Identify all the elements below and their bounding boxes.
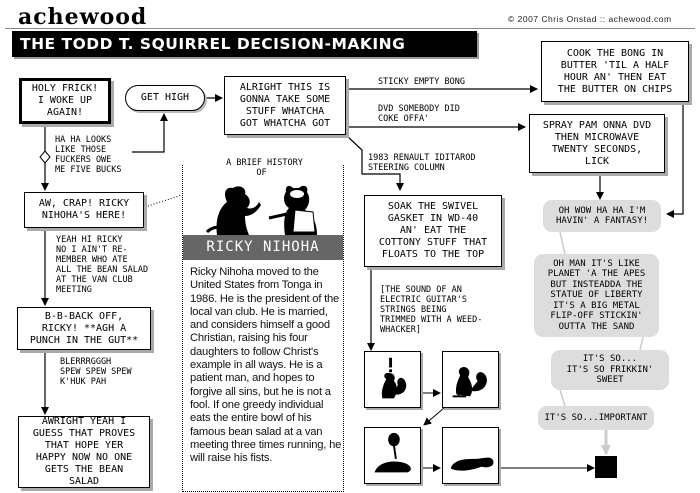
node-get-high: GET HIGH xyxy=(125,85,205,111)
history-heading: A BRIEF HISTORY OF xyxy=(182,158,344,178)
history-name-banner: RICKY NIHOHA xyxy=(183,235,343,260)
node-start: HOLY FRICK! I WOKE UP AGAIN! xyxy=(19,78,111,124)
squirrel-lying-icon xyxy=(450,457,494,471)
history-body: Ricky Nihoha moved to the United States … xyxy=(190,266,342,465)
history-panel xyxy=(182,165,344,492)
panel-squirrel-collapsed xyxy=(364,427,421,484)
node-awright: AWRIGHT YEAH I GUESS THAT PROVES THAT HO… xyxy=(18,416,150,488)
page-title: THE TODD T. SQUIRREL DECISION-MAKING FLO… xyxy=(12,31,477,79)
squirrel-collapsed-icon xyxy=(374,432,411,473)
panel-squirrel-dizzy xyxy=(442,351,499,408)
node-soak-gasket: SOAK THE SWIVEL GASKET IN WD-40 AN' EAT … xyxy=(364,195,502,267)
bubble-sweet: IT'S SO... IT'S SO FRIKKIN' SWEET xyxy=(551,350,669,390)
squirrel-alarmed-icon xyxy=(381,357,407,399)
copyright: © 2007 Chris Onstad :: achewood.com xyxy=(508,14,672,24)
edge-label-sticky-bong: STICKY EMPTY BONG xyxy=(378,77,465,87)
panel-squirrel-lying xyxy=(442,427,499,484)
node-alright: ALRIGHT THIS IS GONNA TAKE SOME STUFF WH… xyxy=(224,76,346,135)
bubble-important: IT'S SO...IMPORTANT xyxy=(538,406,654,430)
ricky-and-todd-illustration xyxy=(205,185,317,235)
edge-label-yeah-hi: YEAH HI RICKY NO I AIN'T RE- MEMBER WHO … xyxy=(56,235,149,295)
edge-label-renault: 1983 RENAULT IDITAROD STEERING COLUMN xyxy=(368,153,476,173)
panel-squirrel-alarmed xyxy=(364,351,421,408)
node-aw-crap: AW, CRAP! RICKY NIHOHA'S HERE! xyxy=(24,192,144,228)
bubble-fantasy: OH WOW HA HA I'M HAVIN' A FANTASY! xyxy=(543,200,661,232)
edge-label-ha-ha: HA HA LOOKS LIKE THOSE FUCKERS OWE ME FI… xyxy=(55,135,122,175)
node-cook-bong: COOK THE BONG IN BUTTER 'TIL A HALF HOUR… xyxy=(541,41,689,102)
edge-label-guitar: [THE SOUND OF AN ELECTRIC GUITAR'S STRIN… xyxy=(380,285,483,335)
node-back-off: B-B-BACK OFF, RICKY! **AGH A PUNCH IN TH… xyxy=(17,307,151,350)
edge-label-blerrr: BLERRRGGGH SPEW SPEW SPEW K'HUK PAH xyxy=(60,357,132,387)
edge-label-dvd: DVD SOMEBODY DID COKE OFFA' xyxy=(378,104,460,124)
squirrel-dizzy-icon xyxy=(452,367,487,398)
site-logo[interactable]: achewood xyxy=(18,4,148,30)
header-divider xyxy=(5,28,695,29)
end-terminal xyxy=(595,456,617,478)
bubble-planet: OH MAN IT'S LIKE PLANET 'A THE APES BUT … xyxy=(534,254,659,337)
node-spray-pam: SPRAY PAM ONNA DVD THEN MICROWAVE TWENTY… xyxy=(529,114,665,173)
